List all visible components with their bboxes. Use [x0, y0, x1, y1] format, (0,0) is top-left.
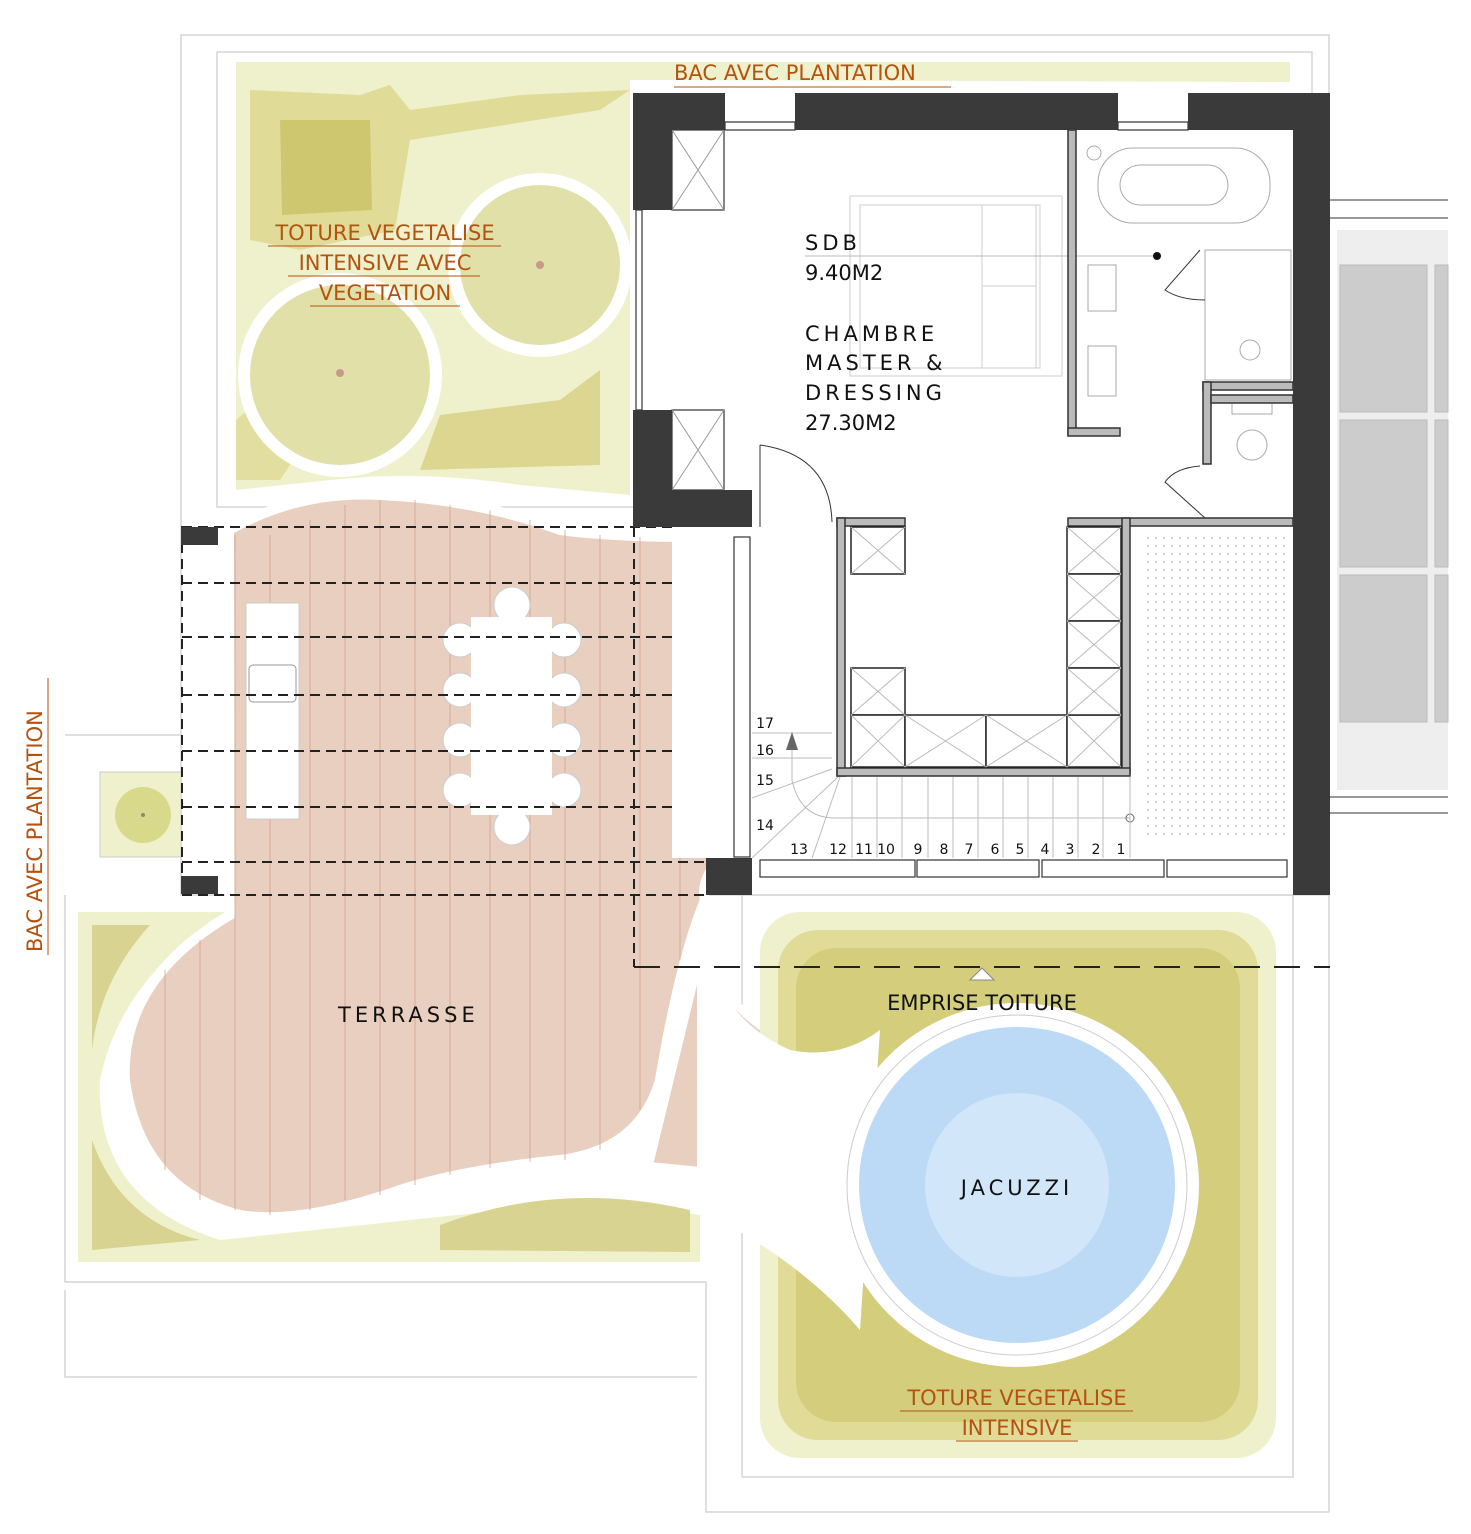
- kitchen-island: [245, 602, 300, 820]
- label-jacuzzi: JACUZZI: [959, 1176, 1073, 1200]
- stair-step-number: 17: [756, 716, 774, 732]
- exterior-louvres: [1330, 199, 1449, 814]
- arrow-icon: [968, 967, 996, 981]
- label-toiture-top-3: VEGETATION: [319, 281, 451, 305]
- walls: [633, 93, 1330, 895]
- label-sdb-area: 9.40M2: [805, 261, 883, 285]
- stair-step-number: 14: [756, 818, 774, 834]
- green-roof-top: [236, 62, 1290, 495]
- stair-step-number: 7: [965, 842, 974, 858]
- stair-step-number: 2: [1092, 842, 1101, 858]
- label-chambre-3: DRESSING: [805, 381, 946, 405]
- stair-step-number: 15: [756, 773, 774, 789]
- planter-left: [99, 771, 182, 858]
- label-chambre-1: CHAMBRE: [805, 322, 938, 346]
- tree-icon: [448, 173, 632, 357]
- label-bac-left: BAC AVEC PLANTATION: [23, 710, 47, 952]
- stair-step-number: 16: [756, 743, 774, 759]
- label-chambre-area: 27.30M2: [805, 411, 897, 435]
- label-emprise: EMPRISE TOITURE: [887, 991, 1077, 1015]
- stair-step-number: 12: [829, 842, 847, 858]
- label-chambre-2: MASTER &: [805, 351, 947, 375]
- label-terrasse: TERRASSE: [337, 1003, 479, 1027]
- label-bac-top: BAC AVEC PLANTATION: [674, 61, 916, 85]
- bed: [849, 195, 1063, 377]
- stair-step-number: 9: [914, 842, 923, 858]
- stair-step-number: 4: [1041, 842, 1050, 858]
- label-toiture-bottom-1: TOTURE VEGETALISE: [906, 1386, 1126, 1410]
- label-toiture-bottom-2: INTENSIVE: [962, 1416, 1073, 1440]
- label-sdb: SDB: [805, 231, 861, 255]
- stair-step-number: 1: [1117, 842, 1126, 858]
- stair-step-number: 5: [1016, 842, 1025, 858]
- label-toiture-top-1: TOTURE VEGETALISE: [274, 221, 494, 245]
- stair-step-number: 10: [877, 842, 895, 858]
- stair-step-number: 6: [991, 842, 1000, 858]
- tree-icon: [238, 273, 442, 477]
- stair-step-number: 11: [855, 842, 873, 858]
- label-toiture-top-2: INTENSIVE AVEC: [299, 251, 472, 275]
- bathroom-fixtures: [1086, 145, 1292, 461]
- stair-step-number: 13: [790, 842, 808, 858]
- pergola-outline: [181, 526, 708, 967]
- stair-step-number: 8: [940, 842, 949, 858]
- dining-table: [442, 586, 582, 846]
- sink-icon: [248, 664, 297, 703]
- green-roof-bottom-right: [634, 900, 1330, 1458]
- stair-step-number: 3: [1066, 842, 1075, 858]
